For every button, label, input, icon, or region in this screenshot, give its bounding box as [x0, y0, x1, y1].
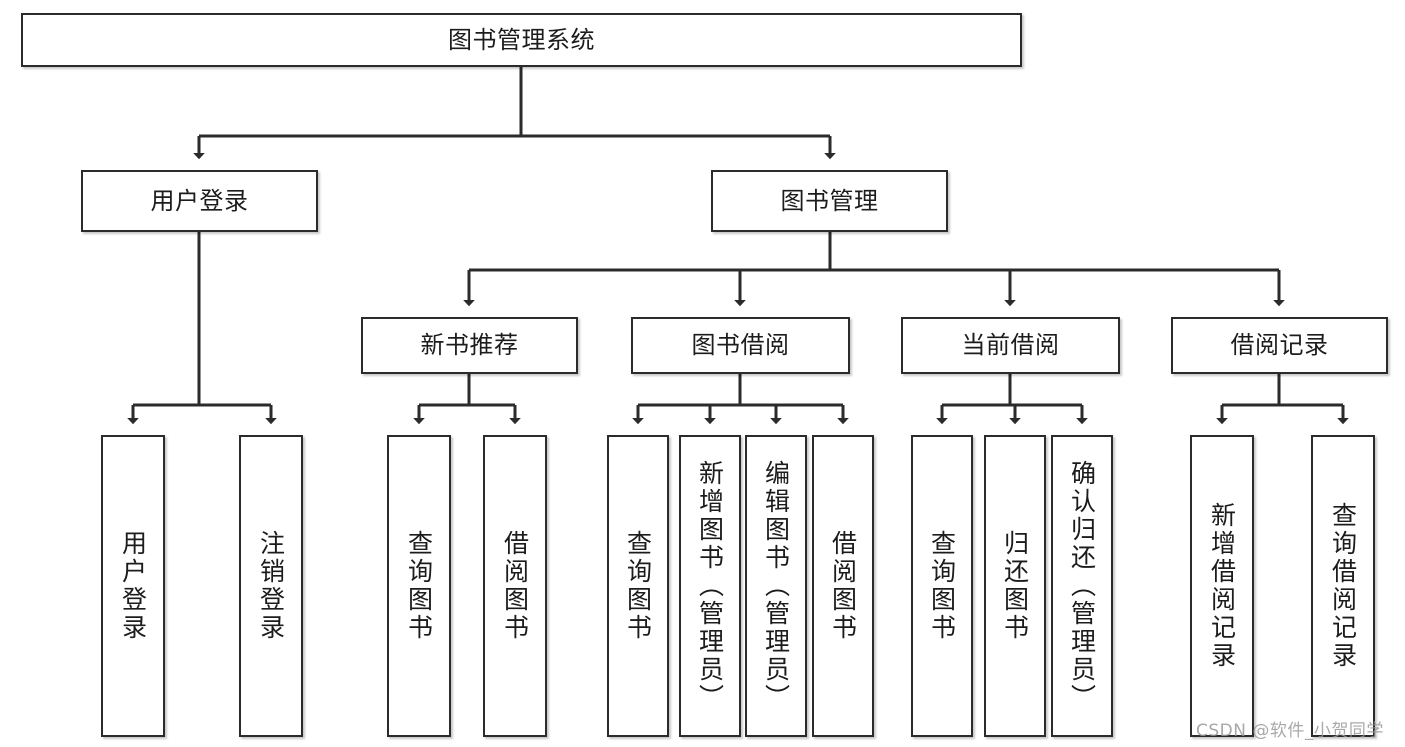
- node-label: 查询图书: [927, 530, 957, 642]
- node-label: 用户登录: [150, 186, 249, 215]
- node-root-system[interactable]: 图书管理系统: [21, 13, 1022, 67]
- leaf-query-book-1[interactable]: 查询图书: [387, 435, 451, 737]
- leaf-edit-book[interactable]: 编辑图书（管理员）: [745, 435, 807, 737]
- leaf-add-borrow-record[interactable]: 新增借阅记录: [1190, 435, 1254, 737]
- node-label: 查询图书: [404, 530, 434, 642]
- node-label: 编辑图书（管理员）: [761, 460, 791, 712]
- node-label: 当前借阅: [961, 331, 1060, 360]
- node-borrow-record[interactable]: 借阅记录: [1171, 317, 1388, 374]
- leaf-add-book[interactable]: 新增图书（管理员）: [679, 435, 741, 737]
- node-label: 归还图书: [1000, 530, 1030, 642]
- node-current-borrow[interactable]: 当前借阅: [901, 317, 1120, 374]
- csdn-watermark: CSDN @软件_小贺同学: [1196, 721, 1384, 741]
- node-label: 查询图书: [623, 530, 653, 642]
- node-label: 借阅图书: [500, 530, 530, 642]
- leaf-query-book-2[interactable]: 查询图书: [607, 435, 669, 737]
- node-book-manage[interactable]: 图书管理: [711, 170, 948, 232]
- leaf-borrow-book-2[interactable]: 借阅图书: [812, 435, 874, 737]
- node-new-book-recommend[interactable]: 新书推荐: [361, 317, 578, 374]
- leaf-logout[interactable]: 注销登录: [239, 435, 303, 737]
- node-label: 新书推荐: [420, 331, 519, 360]
- node-label: 查询借阅记录: [1328, 502, 1358, 670]
- leaf-confirm-return[interactable]: 确认归还（管理员）: [1051, 435, 1113, 737]
- node-label: 新增借阅记录: [1207, 502, 1237, 670]
- node-label: 借阅图书: [828, 530, 858, 642]
- leaf-query-book-3[interactable]: 查询图书: [911, 435, 973, 737]
- node-user-login[interactable]: 用户登录: [81, 170, 318, 232]
- leaf-return-book[interactable]: 归还图书: [984, 435, 1046, 737]
- leaf-query-borrow-record[interactable]: 查询借阅记录: [1311, 435, 1375, 737]
- node-label: 确认归还（管理员）: [1067, 460, 1097, 712]
- node-label: 图书管理: [780, 186, 879, 215]
- node-label: 用户登录: [118, 530, 148, 642]
- node-book-borrow[interactable]: 图书借阅: [631, 317, 850, 374]
- node-label: 借阅记录: [1230, 331, 1329, 360]
- leaf-user-login[interactable]: 用户登录: [101, 435, 165, 737]
- node-label: 新增图书（管理员）: [695, 460, 725, 712]
- leaf-borrow-book-1[interactable]: 借阅图书: [483, 435, 547, 737]
- node-label: 注销登录: [256, 530, 286, 642]
- node-label: 图书管理系统: [448, 25, 595, 54]
- node-label: 图书借阅: [691, 331, 790, 360]
